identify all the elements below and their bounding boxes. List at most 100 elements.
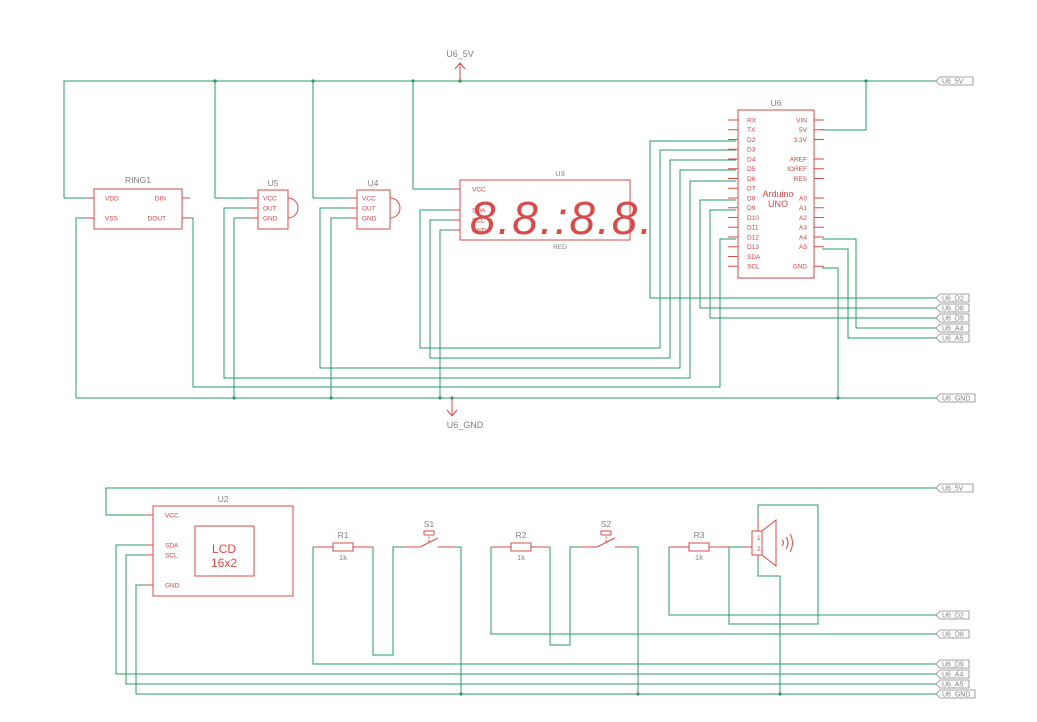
pin-label: VDD [105,196,119,203]
u6-pin-label: GND [793,264,808,271]
wires-bottom [105,487,936,695]
u6-pin-label: D8 [747,195,756,202]
port-a4-bottom: U6_A4 [935,669,970,679]
s2-switch: S2 [580,519,632,548]
u6-pin-label: SCL [747,264,760,271]
port-d2-top: U6_D2 [935,293,970,303]
u6-pin-label: D11 [747,225,759,232]
pin-label: VCC [362,196,376,203]
junctions-top [213,79,868,400]
pin-label: OUT [263,206,277,213]
u6-pin-label: A4 [799,234,807,241]
u6-pin-label: VIN [796,117,807,124]
u6-model: UNO [768,199,788,209]
port-d8-bottom: U6_D8 [935,629,970,639]
pin-label: DOUT [148,216,166,223]
ring1-ref: RING1 [125,175,151,185]
r2-ref: R2 [516,530,527,540]
r1-value: 1k [339,553,347,562]
port-5v-top: U6_5V [935,76,974,86]
spk-pin2: 2 [757,546,761,553]
u6-pin-label: RES [794,176,808,183]
u3-ref: U3 [555,169,565,178]
port-d9-bottom: U6_D9 [935,659,970,669]
u6-pin-label: AREF [790,156,807,163]
svg-text:U6_A5: U6_A5 [942,682,964,689]
lcd-size: 16x2 [211,556,237,570]
svg-text:U6_D2: U6_D2 [942,613,964,620]
svg-text:U6_5V: U6_5V [942,486,964,493]
svg-text:U6_D8: U6_D8 [942,306,964,313]
svg-text:U6_5V: U6_5V [942,79,964,86]
port-d9-top: U6_D9 [935,313,970,323]
pin-label: SDA [165,543,179,550]
spk-pin1: 1 [757,535,761,542]
lcd-label: LCD [212,542,236,556]
u6-pin-label: D5 [747,166,756,173]
u2-component: U2 VCC SDA SCL GND LCD 16x2 [145,494,294,597]
speaker-component: 1 2 [744,518,793,568]
u5-component: U5 VCC OUT GND [250,178,299,230]
pin-label: DIN [155,196,167,203]
port-a4-top: U6_A4 [935,323,970,333]
r3-resistor: R3 1k [669,530,729,562]
svg-text:U6_D9: U6_D9 [942,662,964,669]
u6-pin-label: D9 [747,205,756,212]
u6-pin-label: A1 [799,205,807,212]
s2-ref: S2 [601,519,612,529]
svg-text:U6_GND: U6_GND [942,396,970,403]
pin-label: GND [362,216,377,223]
s1-ref: S1 [424,519,435,529]
u4-ref: U4 [368,178,379,188]
port-d2-bottom: U6_D2 [935,610,970,620]
u6-pin-label: RX [747,117,757,124]
svg-text:U6_D8: U6_D8 [942,632,964,639]
pin-label: GND [165,583,180,590]
u6-pin-label: A3 [799,225,807,232]
pin-label: SDA [472,208,486,215]
pin-label: SCL [165,553,178,560]
r2-value: 1k [517,553,525,562]
u6-pin-label: D7 [747,186,756,193]
port-gnd-bottom: U6_GND [935,689,976,699]
u4-component: U4 VCC OUT GND [350,178,401,230]
vcc-label: U6_5V [446,49,474,59]
u5-ref: U5 [268,178,279,188]
ring1-component: RING1 VDD VSS DIN DOUT [86,175,190,230]
pin-label: GND [263,216,278,223]
s1-switch: S1 [403,519,455,548]
svg-text:U6_GND: U6_GND [942,692,970,699]
r3-ref: R3 [694,530,705,540]
u6-pin-label: A2 [799,215,807,222]
u6-pin-label: D6 [747,176,756,183]
u6-ref: U6 [771,98,782,108]
r3-value: 1k [695,553,703,562]
port-gnd-top: U6_GND [935,393,976,403]
wires-top [63,80,936,399]
u6-pin-label: D13 [747,244,759,251]
u6-pin-label: D10 [747,215,759,222]
gnd-symbol: U6_GND [446,398,484,430]
r2-resistor: R2 1k [491,530,550,562]
pin-label: GND [472,228,487,235]
gnd-label: U6_GND [447,420,484,430]
pin-label: VCC [472,187,486,194]
u6-pin-label: SDA [747,254,761,261]
r1-ref: R1 [338,530,349,540]
u6-pin-label: 5V [799,127,808,134]
u6-pin-label: A0 [799,195,807,202]
u6-pin-label: A5 [799,244,807,251]
port-5v-bottom: U6_5V [935,483,974,493]
port-a5-top: U6_A5 [935,333,970,343]
u6-component: U6 Arduino UNO RXTXD2D3D4D5D6D7D8D9D10D1… [728,98,824,279]
u3-component: U3 VCC SDA SCL GND 8.8.:8.8. RED [452,169,654,251]
seven-seg-digits: 8.8.:8.8. [470,192,654,244]
port-a5-bottom: U6_A5 [935,679,970,689]
u6-pin-label: IOREF [787,166,807,173]
u2-ref: U2 [218,494,229,504]
lcd-screen [194,525,255,577]
u6-name: Arduino [762,189,793,199]
